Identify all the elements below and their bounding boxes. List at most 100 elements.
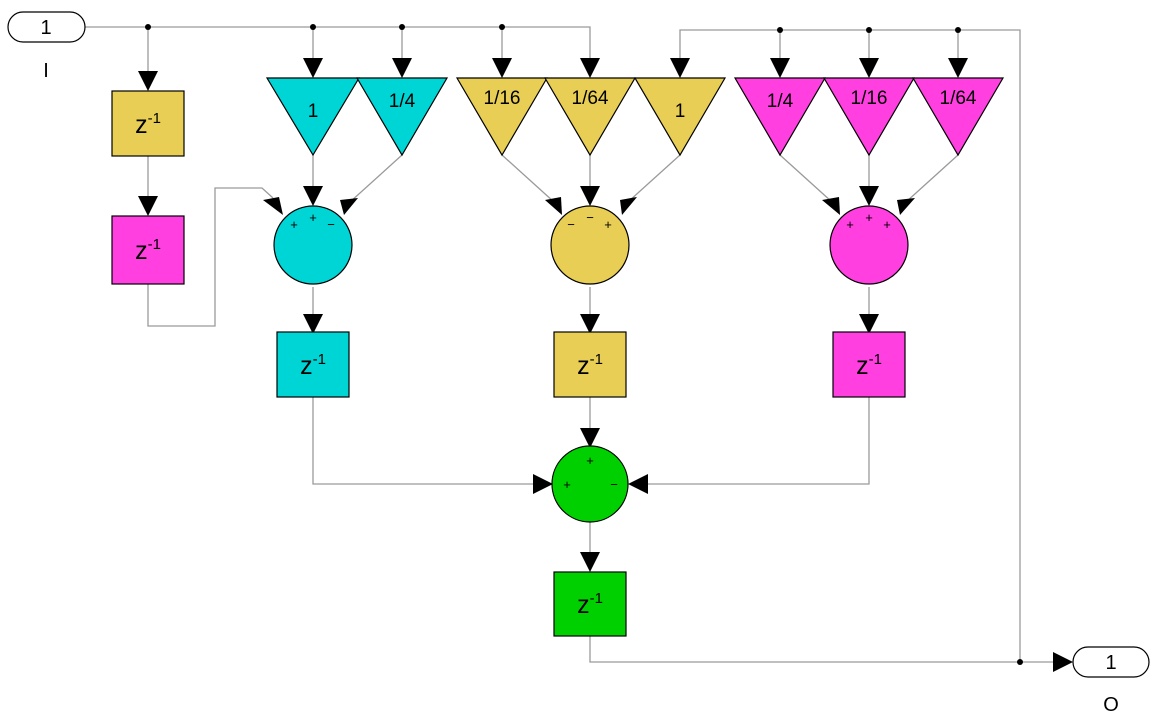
gain-value: 1/4 — [389, 91, 416, 112]
arrow-icon — [580, 552, 600, 572]
sum-sign: + — [309, 210, 317, 225]
arrow-icon — [822, 197, 840, 215]
inport-name: I — [43, 60, 49, 82]
gain-yellow-3[interactable]: 1 — [633, 77, 727, 157]
arrow-icon — [1053, 652, 1073, 672]
arrow-icon — [897, 198, 915, 215]
outport-block[interactable]: 1 — [1072, 646, 1150, 678]
delay-label: z-1 — [856, 351, 882, 380]
branch-dot — [145, 24, 151, 30]
delay-label: z-1 — [300, 351, 326, 380]
delay-label: z-1 — [577, 351, 603, 380]
delay-label: z-1 — [577, 590, 603, 619]
arrow-icon — [340, 198, 358, 215]
arrow-icon — [770, 58, 790, 78]
arrow-icon — [392, 58, 412, 78]
gain-yellow-1[interactable]: 1/16 — [455, 77, 549, 157]
wires — [85, 26, 1058, 663]
wire-gain-magenta-3-to-sum — [905, 154, 959, 203]
branch-dot — [866, 27, 872, 33]
arrow-icon — [580, 58, 600, 78]
sum-sign: − — [586, 210, 594, 225]
sum-cyan[interactable]: + + − — [273, 205, 353, 285]
gain-value: 1/64 — [572, 88, 609, 109]
branch-points — [145, 24, 1023, 665]
wire-gain-cyan-2-to-sum — [349, 154, 403, 203]
arrow-icon — [492, 58, 512, 78]
gain-value: 1 — [308, 101, 319, 122]
delay-yellow[interactable]: z-1 — [553, 331, 627, 398]
sum-sign: + — [604, 217, 612, 232]
branch-dot — [1017, 659, 1023, 665]
sum-sign: − — [567, 217, 575, 232]
gain-cyan-1[interactable]: 1 — [265, 77, 361, 157]
sum-sign: + — [883, 217, 891, 232]
delay-magenta[interactable]: z-1 — [832, 331, 906, 398]
branch-dot — [777, 27, 783, 33]
branch-dot — [310, 24, 316, 30]
sum-sign: + — [865, 210, 873, 225]
wire-output-bus — [589, 636, 1058, 663]
gain-value: 1 — [675, 101, 686, 122]
sum-sign: + — [586, 453, 594, 468]
arrow-icon — [580, 428, 600, 448]
arrow-icon — [859, 58, 879, 78]
arrow-icon — [138, 71, 158, 91]
wire-delay2-to-cyan-sum — [147, 187, 274, 327]
wire-input-bus — [85, 26, 591, 60]
outport-number: 1 — [1105, 652, 1116, 674]
gain-value: 1/64 — [940, 88, 977, 109]
delay-label: z-1 — [135, 110, 161, 139]
inport-number: 1 — [40, 17, 51, 39]
gain-value: 1/16 — [484, 88, 521, 109]
wire-gain-yellow-1-to-sum — [501, 154, 555, 203]
arrowheads — [138, 58, 1073, 672]
arrow-icon — [859, 186, 879, 206]
sum-yellow[interactable]: − − + — [550, 205, 630, 285]
arrow-icon — [859, 314, 879, 334]
arrow-icon — [303, 58, 323, 78]
sum-sign: + — [563, 477, 571, 492]
arrow-icon — [303, 186, 323, 206]
arrow-icon — [670, 58, 690, 78]
sum-sign: − — [327, 217, 335, 232]
arrow-icon — [263, 197, 283, 215]
arrow-icon — [138, 196, 158, 216]
arrow-icon — [628, 474, 648, 494]
delay-yellow-input[interactable]: z-1 — [111, 90, 185, 157]
sum-green[interactable]: + + − — [551, 445, 629, 523]
sum-magenta[interactable]: + + + — [829, 205, 909, 285]
delay-magenta-input[interactable]: z-1 — [111, 215, 185, 285]
arrow-icon — [545, 197, 562, 215]
wire-cyan-delay-to-green-sum — [312, 397, 538, 485]
wire-feedback-bus — [679, 29, 1021, 662]
sum-sign: − — [610, 477, 618, 492]
gain-value: 1/16 — [851, 88, 888, 109]
gain-cyan-2[interactable]: 1/4 — [355, 77, 449, 157]
arrow-icon — [303, 314, 323, 334]
arrow-icon — [580, 314, 600, 334]
delay-green[interactable]: z-1 — [553, 571, 627, 637]
gain-yellow-2[interactable]: 1/64 — [543, 77, 637, 157]
gain-magenta-3[interactable]: 1/64 — [911, 77, 1005, 157]
arrow-icon — [533, 474, 553, 494]
delay-label: z-1 — [135, 236, 161, 265]
branch-dot — [955, 27, 961, 33]
gain-magenta-1[interactable]: 1/4 — [733, 77, 827, 157]
branch-dot — [399, 24, 405, 30]
branch-dot — [499, 24, 505, 30]
delay-cyan[interactable]: z-1 — [276, 331, 350, 398]
arrow-icon — [948, 58, 968, 78]
wire-gain-magenta-1-to-sum — [779, 154, 833, 203]
sum-sign: + — [290, 217, 298, 232]
wire-gain-yellow-3-to-sum — [627, 154, 681, 203]
arrow-icon — [620, 197, 637, 215]
sum-sign: + — [846, 217, 854, 232]
inport-block[interactable]: 1 — [7, 11, 86, 43]
gain-value: 1/4 — [767, 91, 794, 112]
outport-name: O — [1103, 694, 1119, 716]
arrow-icon — [580, 186, 600, 206]
gain-magenta-2[interactable]: 1/16 — [822, 77, 916, 157]
wire-magenta-delay-to-green-sum — [646, 397, 870, 485]
